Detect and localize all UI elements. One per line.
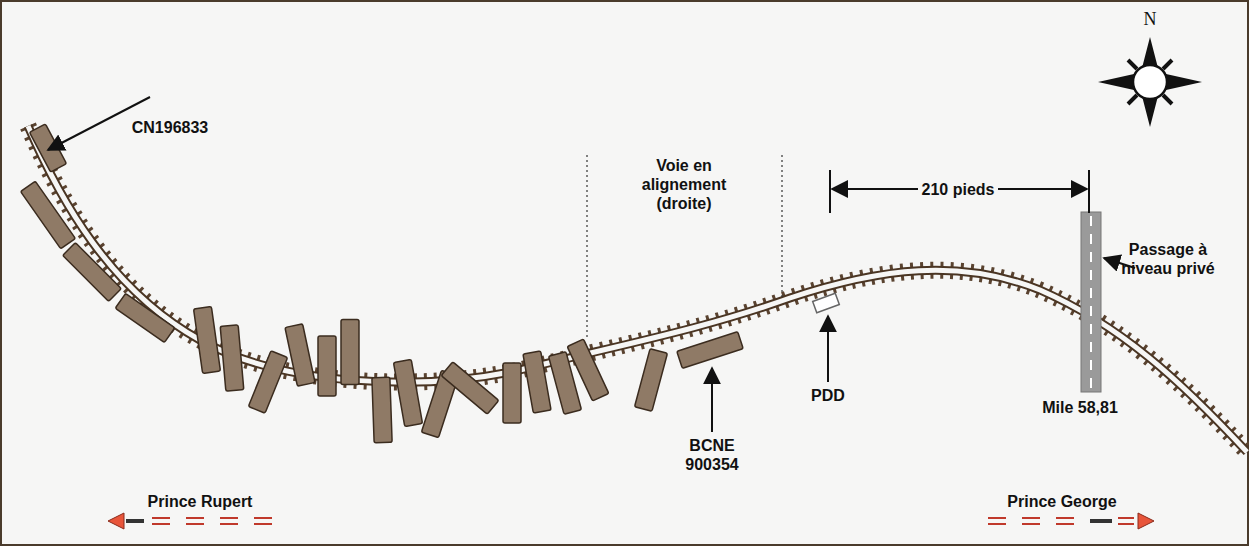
dimension-tick: [1088, 170, 1090, 213]
rail-car: [393, 359, 422, 426]
rail-car: [635, 349, 668, 412]
dimension-label: 210 pieds: [918, 180, 999, 199]
rail-car: [194, 307, 221, 374]
road-crossing: [1081, 212, 1101, 392]
rail-car: [372, 377, 392, 443]
direction-arrow-west: [108, 513, 272, 529]
rail-car: [29, 124, 66, 172]
rail-car: [21, 181, 76, 249]
track-note: Voie en alignement (droite): [629, 156, 739, 213]
road-centerline: [1090, 216, 1092, 390]
rail-car: [318, 336, 336, 396]
compass: [1098, 37, 1202, 127]
pdd-marker: [813, 293, 840, 312]
tangent-limit: [586, 155, 587, 340]
rail-car: [248, 351, 287, 413]
car-id: CN196833: [115, 118, 225, 137]
marker-label: PDD: [798, 386, 858, 405]
leader-line: [711, 368, 713, 432]
compass-north: N: [1135, 10, 1165, 29]
rail-car: [441, 362, 499, 414]
track-ties: [28, 126, 1247, 452]
rail-car: [523, 351, 551, 413]
rail-car: [567, 339, 609, 401]
milepost-label: Mile 58,81: [1020, 398, 1140, 417]
rail-car: [503, 363, 521, 423]
crossing-label: Passage à niveau privé: [1113, 240, 1223, 278]
rail-car: [115, 293, 174, 342]
rail-car: [285, 324, 315, 386]
rail-car: [63, 243, 122, 302]
rail-car: [677, 332, 743, 369]
dimension-tick: [829, 170, 831, 213]
tangent-limit: [781, 155, 782, 300]
destination-label: Prince George: [992, 492, 1132, 511]
rail-car: [220, 325, 244, 391]
destination-label: Prince Rupert: [130, 492, 270, 511]
direction-arrow-east: [988, 513, 1154, 529]
car-id: BCNE 900354: [677, 436, 747, 474]
rail-car: [341, 320, 359, 385]
leader-line: [827, 316, 829, 382]
rail-cars: [21, 124, 744, 443]
track-rails: [28, 126, 1247, 452]
track-gauge: [28, 126, 1247, 452]
